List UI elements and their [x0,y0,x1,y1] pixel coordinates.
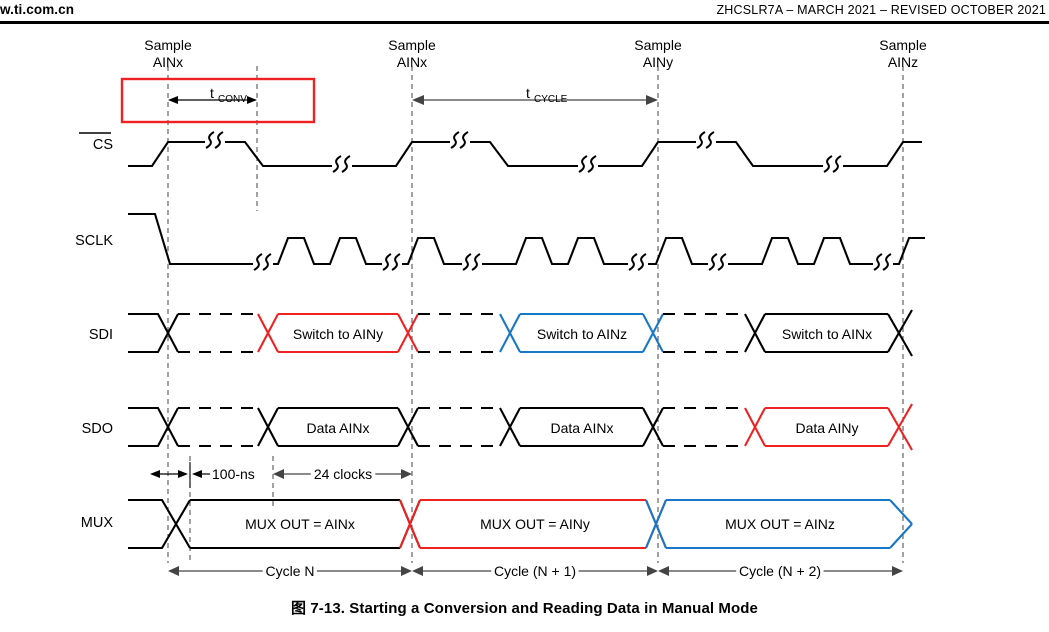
page-header: w.ti.com.cn ZHCSLR7A – MARCH 2021 – REVI… [0,0,1049,26]
signal-label-cs: CS [93,137,113,153]
sdo-waveform [128,403,913,451]
sample-marker-3-line2: AINz [888,54,918,70]
mux-bubble-2-label: MUX OUT = AINz [725,516,835,532]
cycle-label-1: Cycle (N + 1) [494,563,576,579]
settling-time-label: 100-ns [212,466,255,482]
mux-waveform [128,498,913,550]
tconv-highlight-box [120,77,316,124]
figure-caption: 图 7-13. Starting a Conversion and Readin… [290,600,758,617]
signal-label-sdo: SDO [82,421,113,437]
sdi-bubble-2-label: Switch to AINx [782,326,872,342]
sample-marker-2-line1: Sample [634,37,682,53]
cycle-span-annotations: Cycle N Cycle (N + 1) Cycle (N + 2) [168,560,903,583]
tconv-label-sub: CONV [218,94,247,105]
clock-count-label: 24 clocks [314,466,372,482]
sclk-waveform [128,212,925,271]
sdi-bubble-1-label: Switch to AINz [537,326,627,342]
cycle-label-2: Cycle (N + 2) [739,563,821,579]
mux-bubble-0-label: MUX OUT = AINx [245,516,355,532]
sample-marker-0-line2: AINx [153,54,183,70]
cycle-label-0: Cycle N [265,563,314,579]
clock-count-annotation: 24 clocks [273,463,412,486]
signal-label-sdi: SDI [89,327,113,343]
sample-marker-3-line1: Sample [879,37,927,53]
sample-marker-0-line1: Sample [144,37,192,53]
tcycle-label-base: t [526,85,530,101]
tcycle-annotation: t CYCLE [412,85,658,105]
tconv-annotation: t CONV [168,85,257,105]
sdi-bubble-0-label: Switch to AINy [293,326,383,342]
sample-marker-1-line1: Sample [388,37,436,53]
timing-diagram: Sample AINx Sample AINx Sample AINy Samp… [75,37,927,583]
sdo-bubble-2-label: Data AINy [795,420,858,436]
sdi-waveform [128,309,913,357]
sample-marker-2-line2: AINy [643,54,673,70]
sample-marker-1-line2: AINx [397,54,427,70]
header-doc-revision: ZHCSLR7A – MARCH 2021 – REVISED OCTOBER … [716,3,1046,17]
mux-bubble-1-label: MUX OUT = AINy [480,516,590,532]
signal-label-mux: MUX [81,515,114,531]
signal-label-sclk: SCLK [75,233,113,249]
settling-time-annotation: 100-ns [150,462,255,488]
sample-guide-lines [167,66,904,563]
sdo-bubble-0-label: Data AINx [306,420,369,436]
sdo-bubble-1-label: Data AINx [550,420,613,436]
sample-marker-labels: Sample AINx Sample AINx Sample AINy Samp… [144,37,927,70]
header-divider-rule [0,21,1049,24]
cs-waveform [128,131,922,173]
tconv-label-base: t [210,85,214,101]
header-site-url: w.ti.com.cn [0,2,75,17]
tcycle-label-sub: CYCLE [534,94,568,105]
